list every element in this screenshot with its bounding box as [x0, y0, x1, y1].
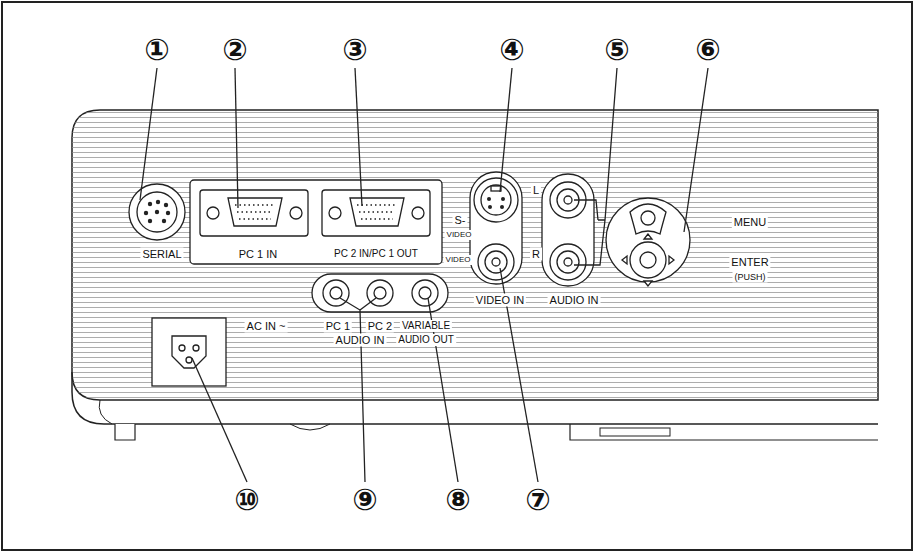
audio-jack-strip — [312, 274, 448, 312]
s-video-pins — [487, 197, 505, 209]
port-name: PC 2 — [366, 320, 394, 333]
callout-number: ⑩ — [234, 485, 259, 515]
callout-number: ⑨ — [352, 485, 377, 515]
port-housing — [129, 180, 442, 264]
callout-number: ② — [222, 35, 247, 65]
port-name: VIDEO — [444, 255, 473, 265]
control-pad — [606, 198, 690, 286]
projector-body — [72, 110, 878, 440]
port-name: VIDEO — [445, 230, 474, 240]
button-name: MENU — [732, 216, 768, 229]
port-name: PC 1 — [324, 320, 352, 333]
port-name: L — [531, 184, 541, 197]
port-name: S- — [453, 214, 468, 227]
dsub-connectors — [200, 190, 430, 236]
ac-inlet — [152, 318, 226, 386]
port-name: AUDIO IN — [334, 334, 387, 347]
button-name: ENTER — [729, 256, 770, 269]
port-name: VIDEO IN — [474, 294, 526, 307]
leader-lines — [140, 68, 708, 482]
port-name: AUDIO IN — [548, 294, 601, 307]
av-jacks — [470, 172, 594, 286]
callout-number: ⑥ — [695, 35, 720, 65]
dsub-pins — [235, 205, 397, 219]
port-name: AC IN ~ — [245, 320, 288, 333]
port-name: VARIABLE — [400, 320, 452, 332]
callout-number: ④ — [499, 35, 524, 65]
port-name: SERIAL — [140, 248, 183, 261]
callout-number: ⑧ — [445, 485, 470, 515]
port-name: AUDIO OUT — [396, 334, 456, 346]
serial-pins — [144, 200, 170, 223]
callout-number: ⑦ — [525, 485, 550, 515]
callout-number: ① — [144, 35, 169, 65]
button-name: (PUSH) — [733, 272, 768, 283]
callout-number: ③ — [342, 35, 367, 65]
port-name: PC 1 IN — [237, 248, 280, 261]
port-name: R — [530, 248, 542, 261]
callout-number: ⑤ — [604, 35, 629, 65]
port-name: PC 2 IN/PC 1 OUT — [332, 248, 420, 260]
